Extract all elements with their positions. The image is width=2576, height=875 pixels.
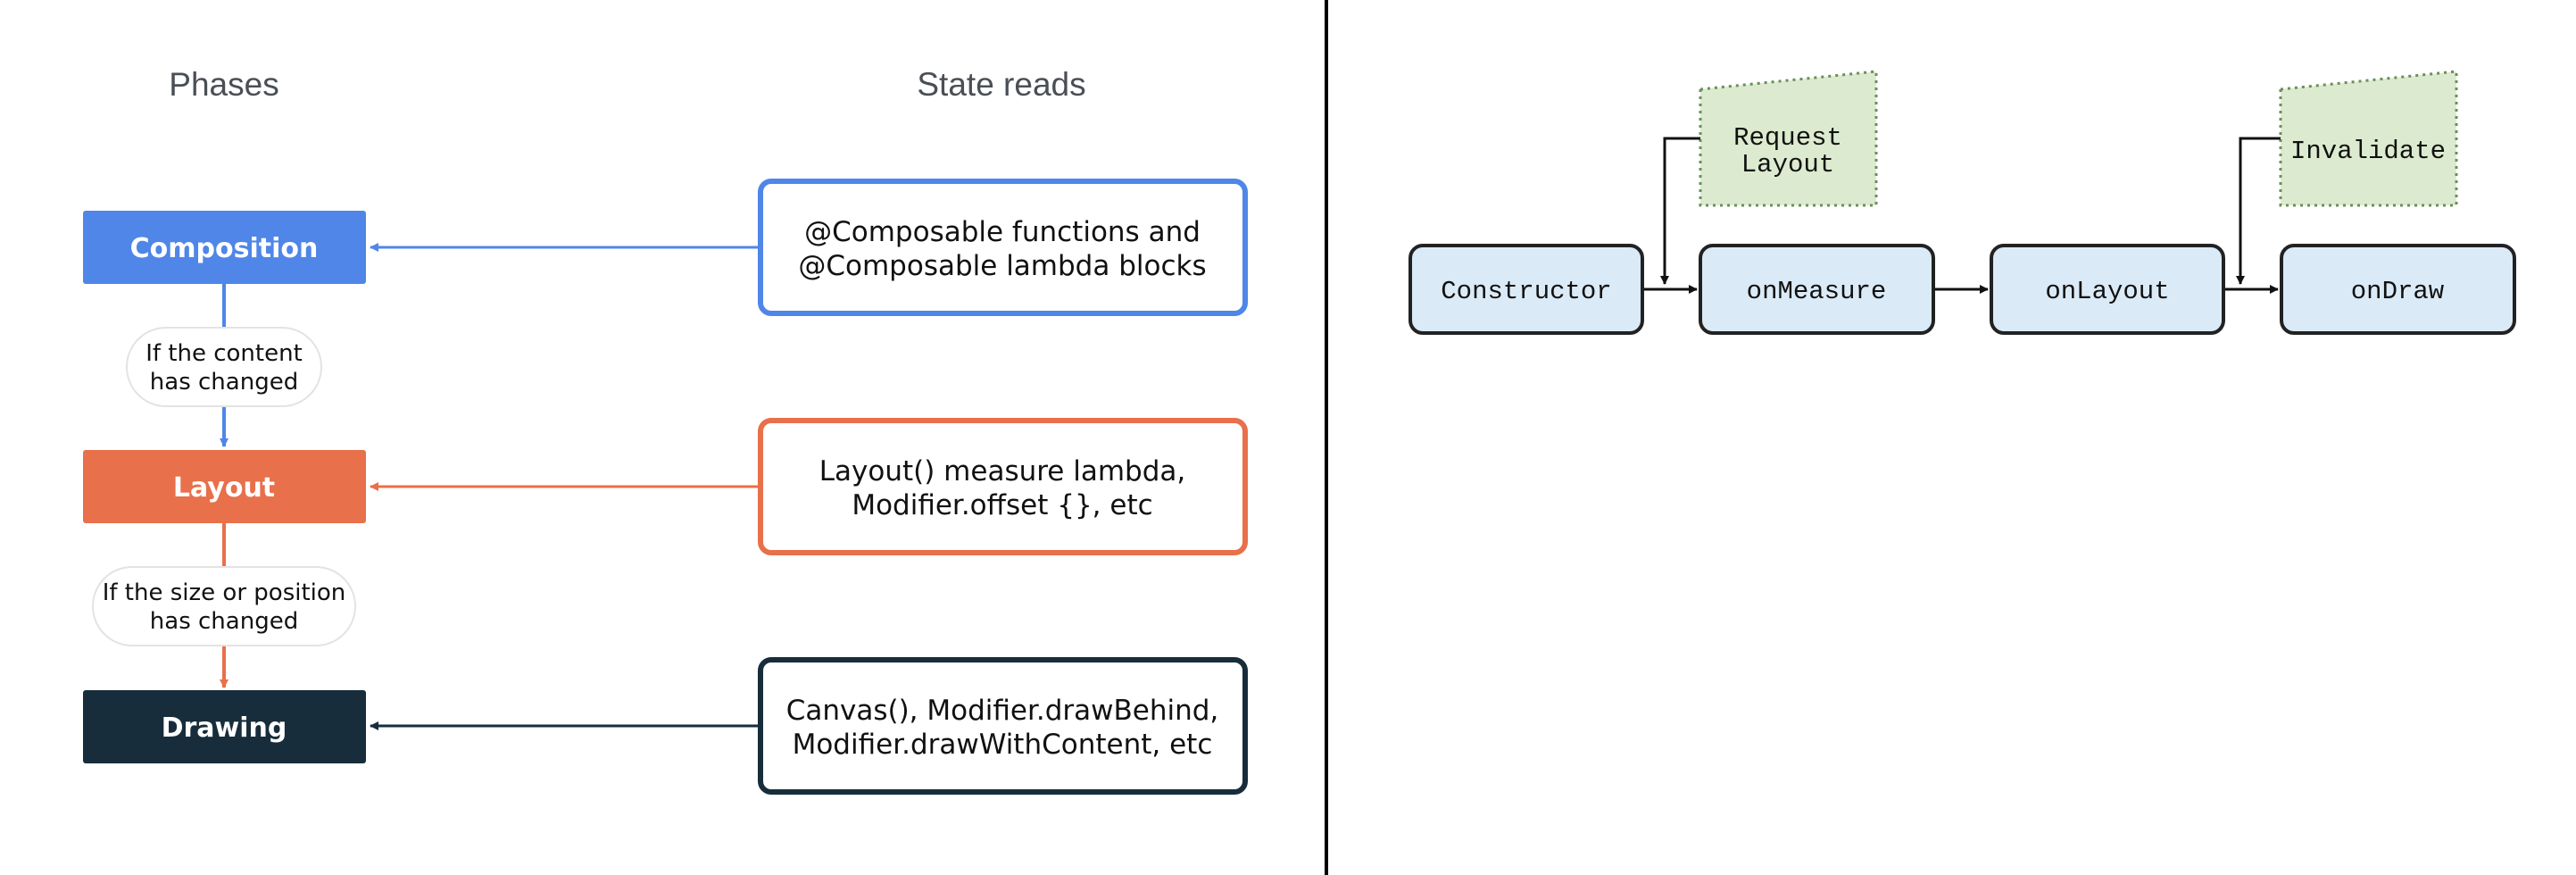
phase-drawing-label: Drawing	[162, 712, 287, 744]
left-panel: Phases State reads If the content has ch…	[83, 66, 1248, 795]
right-panel: Request Layout Invalidate Constructor on…	[1408, 70, 2516, 335]
note-request-layout: Request Layout	[1699, 70, 1878, 207]
condition-content-changed-line-2: has changed	[150, 369, 298, 396]
condition-size-position-changed-line-1: If the size or position	[103, 579, 346, 606]
state-read-drawing: Canvas(), Modifier.drawBehind, Modifier.…	[758, 657, 1248, 795]
request-layout-connector	[1660, 137, 1700, 285]
phases-header: Phases	[169, 66, 278, 103]
node-ondraw: onDraw	[2280, 244, 2516, 335]
condition-content-changed: If the content has changed	[126, 327, 322, 407]
state-reads-header: State reads	[917, 66, 1085, 103]
state-read-composable-line-2: @Composable lambda blocks	[798, 250, 1206, 282]
node-onlayout-label: onLayout	[2045, 277, 2169, 306]
state-read-drawing-line-1: Canvas(), Modifier.drawBehind,	[786, 695, 1219, 727]
condition-content-changed-line-1: If the content	[145, 340, 303, 367]
node-onmeasure-label: onMeasure	[1747, 277, 1887, 306]
note-request-layout-line-1: Request	[1733, 123, 1842, 153]
state-read-layout-line-1: Layout() measure lambda,	[819, 455, 1186, 488]
condition-size-position-changed: If the size or position has changed	[92, 566, 356, 646]
node-onlayout: onLayout	[1990, 244, 2225, 335]
phase-layout-label: Layout	[173, 472, 275, 504]
node-onmeasure: onMeasure	[1699, 244, 1935, 335]
state-read-layout: Layout() measure lambda, Modifier.offset…	[758, 418, 1248, 555]
phase-composition: Composition	[83, 211, 366, 284]
phase-layout: Layout	[83, 450, 366, 523]
state-read-layout-line-2: Modifier.offset {}, etc	[852, 489, 1152, 521]
state-read-drawing-line-2: Modifier.drawWithContent, etc	[793, 729, 1213, 761]
state-read-composable-line-1: @Composable functions and	[804, 216, 1201, 248]
note-request-layout-line-2: Layout	[1741, 150, 1834, 179]
note-invalidate-label: Invalidate	[2290, 137, 2446, 166]
node-ondraw-label: onDraw	[2351, 277, 2445, 306]
node-constructor: Constructor	[1408, 244, 1644, 335]
note-invalidate: Invalidate	[2279, 70, 2458, 207]
state-read-composable: @Composable functions and @Composable la…	[758, 179, 1248, 316]
phase-drawing: Drawing	[83, 690, 366, 763]
condition-size-position-changed-line-2: has changed	[150, 608, 298, 635]
node-constructor-label: Constructor	[1441, 277, 1611, 306]
phase-composition-label: Composition	[130, 233, 319, 264]
invalidate-connector	[2236, 137, 2281, 285]
